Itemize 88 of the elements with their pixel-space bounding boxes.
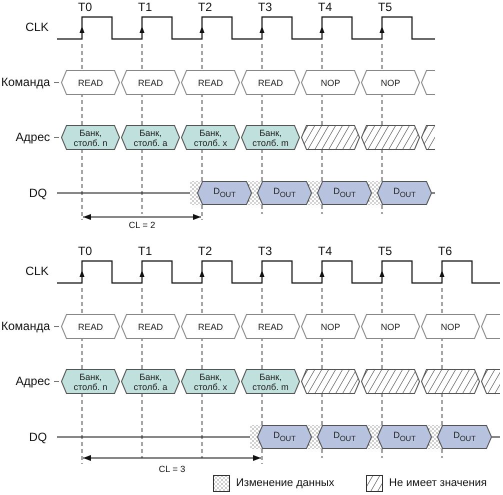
command-text: READ (78, 78, 103, 88)
command-segment (61, 314, 120, 339)
signal-name: Команда (1, 319, 50, 333)
dont-care-segment (361, 369, 420, 394)
clock-cycle-label: T4 (318, 244, 332, 258)
clock-cycle-label: T0 (78, 244, 92, 258)
latency-label: CL = 3 (158, 464, 186, 474)
latency-label: CL = 2 (128, 220, 156, 230)
legend-text: Не имеет значения (389, 477, 487, 489)
command-segment (121, 70, 180, 95)
data-text: D$_{OUT}$ (393, 186, 416, 200)
clock-cycle-label: T5 (378, 0, 392, 14)
data-segment (257, 181, 312, 205)
legend-text: Изменение данных (236, 477, 334, 489)
signal-name: CLK (25, 264, 49, 278)
signal-name: Команда (1, 75, 50, 89)
command-segment (421, 70, 435, 95)
address-text: Банк, столб. x (192, 128, 228, 148)
address-text: Банк, столб. a (132, 372, 168, 392)
address-text: Банк, столб. a (132, 128, 168, 148)
data-text: D$_{OUT}$ (333, 430, 356, 444)
address-segment (121, 369, 180, 394)
command-text: READ (198, 322, 223, 332)
data-text: D$_{OUT}$ (453, 430, 476, 444)
command-text: NOP (440, 322, 460, 332)
dont-care-segment (301, 369, 360, 394)
clock-cycle-label: T6 (438, 244, 452, 258)
clock-cycle-label: T4 (318, 0, 332, 14)
clock-cycle-label: T1 (138, 0, 152, 14)
data-segment (437, 425, 492, 449)
data-segment (377, 181, 432, 205)
command-text: NOP (380, 322, 400, 332)
address-segment (61, 125, 120, 150)
clock-cycle-label: T1 (138, 244, 152, 258)
data-text: D$_{OUT}$ (333, 186, 356, 200)
command-text: READ (198, 78, 223, 88)
data-segment (317, 181, 372, 205)
command-text: READ (138, 322, 163, 332)
signal-name: CLK (25, 20, 49, 34)
data-segment (377, 425, 432, 449)
dont-care-segment (301, 125, 360, 150)
command-text: NOP (380, 78, 400, 88)
signal-name: DQ (29, 430, 47, 444)
address-segment (241, 125, 300, 150)
address-text: Банк, столб. m (251, 128, 290, 148)
clock-cycle-label: T3 (258, 244, 272, 258)
command-segment (181, 314, 240, 339)
dont-care-segment (421, 125, 435, 150)
address-segment (121, 125, 180, 150)
clock-cycle-label: T0 (78, 0, 92, 14)
clock-cycle-label: T2 (198, 244, 212, 258)
address-text: Банк, столб. m (251, 372, 290, 392)
clock-cycle-label: T2 (198, 0, 212, 14)
data-text: D$_{OUT}$ (393, 430, 416, 444)
clock-cycle-label: T5 (378, 244, 392, 258)
command-text: NOP (320, 78, 340, 88)
command-text: NOP (320, 322, 340, 332)
signal-name: DQ (29, 186, 47, 200)
clock-cycle-label: T3 (258, 0, 272, 14)
data-segment (317, 425, 372, 449)
command-segment (361, 314, 420, 339)
command-text: READ (78, 322, 103, 332)
command-segment (61, 70, 120, 95)
data-segment (197, 181, 252, 205)
data-segment (257, 425, 312, 449)
command-segment (241, 70, 300, 95)
data-text: D$_{OUT}$ (273, 186, 296, 200)
data-text: D$_{OUT}$ (213, 186, 236, 200)
address-segment (61, 369, 120, 394)
command-segment (241, 314, 300, 339)
address-text: Банк, столб. n (72, 128, 108, 148)
address-text: Банк, столб. n (72, 372, 108, 392)
address-text: Банк, столб. x (192, 372, 228, 392)
command-text: READ (258, 322, 283, 332)
command-text: READ (258, 78, 283, 88)
signal-name: Адрес (16, 374, 50, 388)
command-segment (301, 314, 360, 339)
command-segment (181, 70, 240, 95)
dont-care-segment (481, 369, 500, 394)
command-text: READ (138, 78, 163, 88)
signal-name: Адрес (16, 130, 50, 144)
address-segment (241, 369, 300, 394)
command-segment (481, 314, 500, 339)
command-segment (301, 70, 360, 95)
address-segment (181, 369, 240, 394)
data-text: D$_{OUT}$ (273, 430, 296, 444)
command-segment (121, 314, 180, 339)
address-segment (181, 125, 240, 150)
